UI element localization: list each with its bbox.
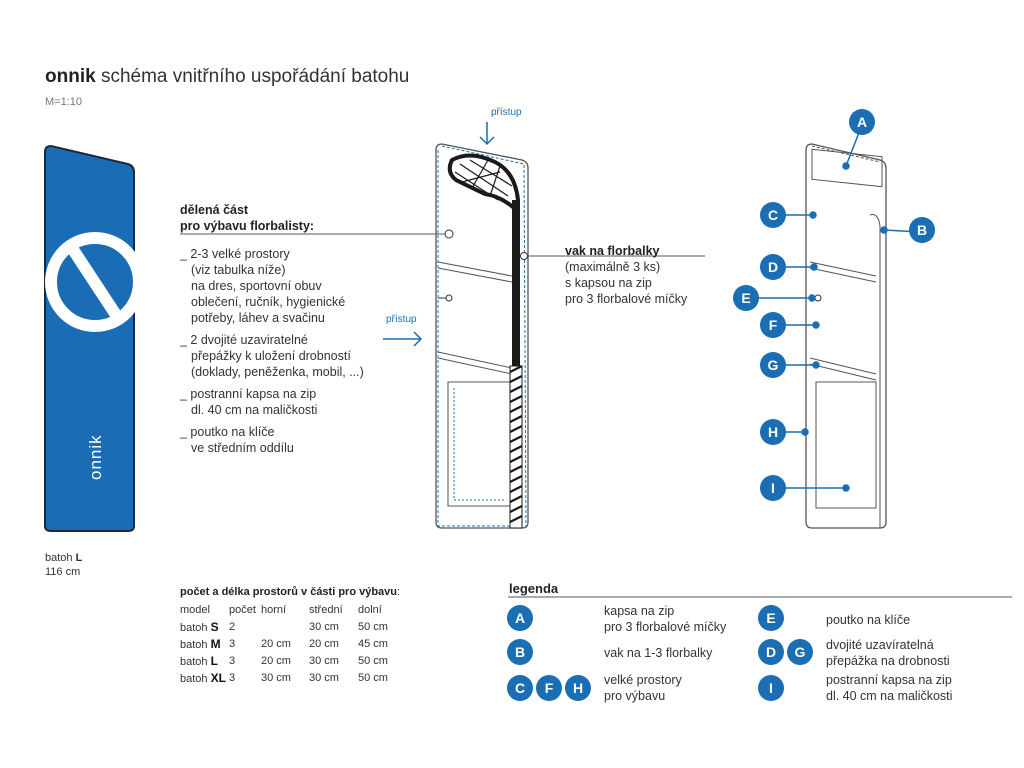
- marker-h: H: [760, 419, 786, 445]
- access-label-side: přístup: [386, 314, 417, 325]
- bag-labelled-schematic: [805, 143, 887, 529]
- legend-bubble-a: A: [507, 605, 533, 631]
- legend-bubble-f: F: [536, 675, 562, 701]
- table-header-row: model počet horní střední dolní: [180, 603, 382, 616]
- marker-b: B: [909, 217, 935, 243]
- marker-i: I: [760, 475, 786, 501]
- svg-text:C: C: [515, 680, 525, 696]
- access-arrow-top-icon: [479, 122, 495, 146]
- bag-brand-text: onnik: [86, 434, 105, 480]
- floorball-stick-icon: [447, 153, 523, 529]
- legend-text-i: postranní kapsa na zip dl. 40 cm na mali…: [826, 673, 953, 703]
- bag-exterior: [44, 144, 145, 532]
- marker-f: F: [760, 312, 786, 338]
- svg-text:G: G: [768, 357, 779, 373]
- svg-text:C: C: [768, 207, 778, 223]
- divided-item-2: _ 2 dvojité uzaviratelné přepážky k ulož…: [180, 333, 364, 379]
- page-title: onnik schéma vnitřního uspořádání batohu: [45, 66, 410, 87]
- svg-text:G: G: [795, 644, 806, 660]
- svg-text:D: D: [768, 259, 778, 275]
- onnik-logo: [45, 232, 145, 332]
- divided-part-items: _ 2-3 velké prostory (viz tabulka níže) …: [180, 246, 364, 456]
- svg-text:H: H: [573, 680, 583, 696]
- legend-bubble-b: B: [507, 639, 533, 665]
- svg-text:A: A: [515, 610, 525, 626]
- legend-text-e: poutko na klíče: [826, 613, 911, 627]
- legend-bubble-c: C: [507, 675, 533, 701]
- access-arrow-side-icon: [383, 331, 423, 347]
- divided-part-block: dělená část pro výbavu florbalisty:: [180, 202, 314, 234]
- sizes-table-title: počet a délka prostorů v části pro výbav…: [180, 586, 401, 598]
- marker-c: C: [760, 202, 786, 228]
- sizes-table-block: počet a délka prostorů v části pro výbav…: [180, 586, 400, 686]
- svg-text:D: D: [766, 644, 776, 660]
- marker-leaders: [748, 129, 921, 492]
- svg-text:F: F: [545, 680, 554, 696]
- bag-interior-schematic: [180, 143, 705, 529]
- svg-text:H: H: [768, 424, 778, 440]
- legend-bubble-i: I: [758, 675, 784, 701]
- access-label-top: přístup: [491, 107, 522, 118]
- legend-text-dg: dvojité uzavíratelná přepážka na drobnos…: [826, 638, 950, 668]
- legend-bubble-d: D: [758, 639, 784, 665]
- legend-title: legenda: [509, 581, 559, 596]
- marker-d: D: [760, 254, 786, 280]
- legend-bubble-h: H: [565, 675, 591, 701]
- divided-item-4: _ poutko na klíče ve středním oddílu: [180, 425, 294, 455]
- svg-text:A: A: [857, 114, 867, 130]
- svg-text:I: I: [771, 480, 775, 496]
- table-row: batoh XL 3 30 cm 30 cm 50 cm: [180, 670, 388, 685]
- svg-text:F: F: [769, 317, 778, 333]
- svg-text:E: E: [766, 610, 775, 626]
- scale-label: M=1:10: [45, 96, 82, 108]
- svg-text:E: E: [741, 290, 750, 306]
- legend-bubble-g: G: [787, 639, 813, 665]
- sizes-table: model počet horní střední dolní batoh S …: [180, 601, 388, 686]
- svg-text:B: B: [917, 222, 927, 238]
- stick-bag-block: vak na florbalky (maximálně 3 ks) s kaps…: [565, 244, 688, 306]
- divided-part-heading-1: dělená část: [180, 203, 249, 217]
- marker-g: G: [760, 352, 786, 378]
- legend-bubble-e: E: [758, 605, 784, 631]
- marker-e: E: [733, 285, 759, 311]
- divided-item-1: _ 2-3 velké prostory (viz tabulka níže) …: [180, 247, 346, 325]
- divided-part-heading-2: pro výbavu florbalisty:: [180, 219, 315, 233]
- bag-caption: batoh L 116 cm: [45, 552, 83, 578]
- stick-bag-heading: vak na florbalky: [565, 244, 660, 258]
- legend-text-b: vak na 1-3 florbalky: [604, 646, 713, 660]
- table-row: batoh S 2 30 cm 50 cm: [180, 619, 388, 634]
- svg-text:B: B: [515, 644, 525, 660]
- table-row: batoh M 3 20 cm 20 cm 45 cm: [180, 636, 388, 651]
- divided-item-3: _ postranní kapsa na zip dl. 40 cm na ma…: [180, 387, 318, 417]
- legend-text-cfh: velké prostory pro výbavu: [604, 673, 682, 703]
- table-row: batoh L 3 20 cm 30 cm 50 cm: [180, 653, 388, 668]
- svg-text:I: I: [769, 680, 773, 696]
- marker-a: A: [849, 109, 875, 135]
- legend-text-a: kapsa na zip pro 3 florbalové míčky: [604, 604, 727, 634]
